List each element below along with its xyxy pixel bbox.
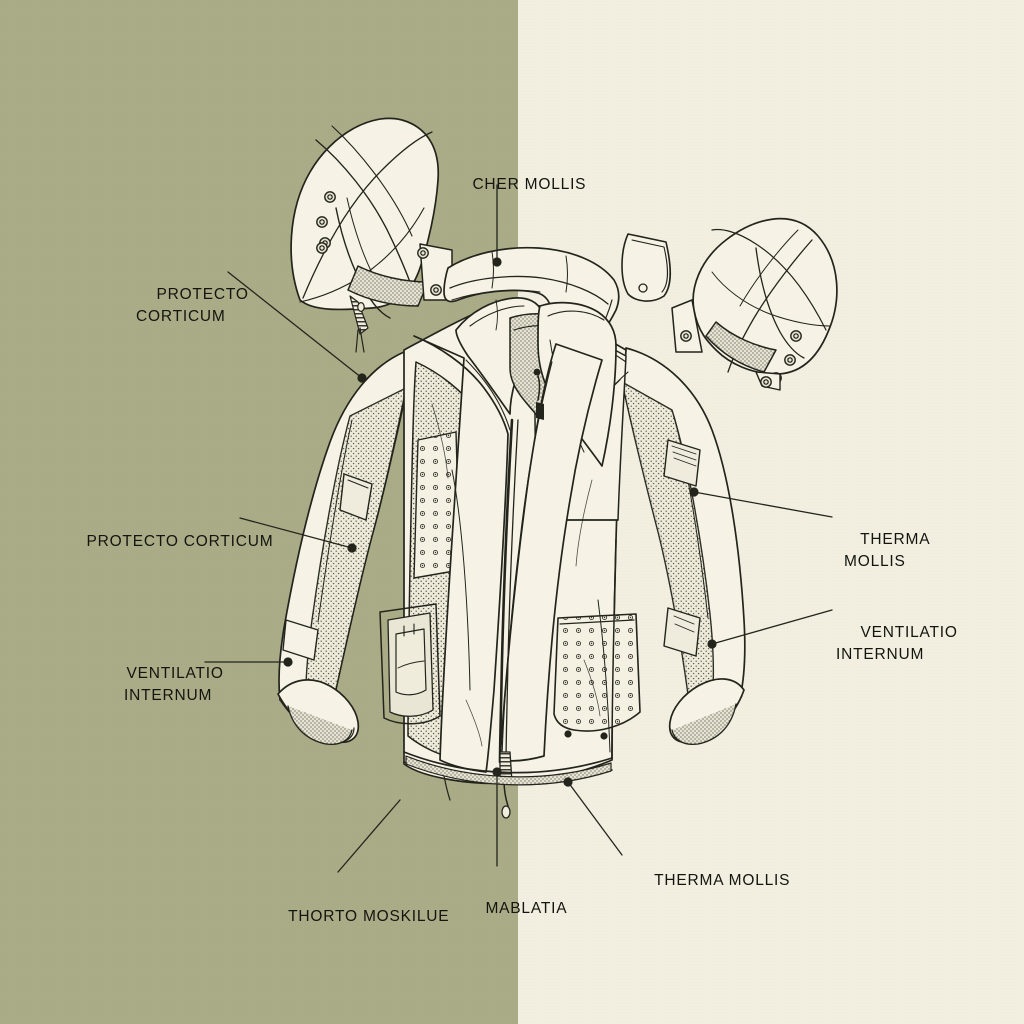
pocket-flap-component: [621, 233, 672, 302]
leader-line-protecto-corticum-upper: [227, 271, 363, 379]
leader-line-protecto-corticum-mid: [239, 517, 353, 549]
label-thorto-moskilue: THORTO MOSKILUE: [288, 908, 450, 925]
label-protecto-corticum-mid: PROTECTO CORTICUM: [86, 533, 274, 550]
hood-right-component: [671, 217, 838, 391]
label-mablatia: MABLATIA: [485, 900, 568, 917]
leader-line-ventilatio-internum-right: [711, 609, 833, 645]
leader-line-therma-mollis-bottom: [567, 781, 623, 856]
leader-dot-ventilatio-internum-right: [707, 639, 717, 649]
leader-lines: [204, 184, 833, 873]
leader-dot-ventilatio-internum-left: [283, 657, 293, 667]
leader-dot-therma-mollis-right: [689, 487, 699, 497]
label-cher-mollis: CHER MOLLIS: [472, 176, 587, 193]
leader-dot-protecto-corticum-mid: [347, 543, 357, 553]
leader-dot-cher-mollis: [492, 257, 502, 267]
jacket-body-component: [277, 246, 746, 819]
leader-dot-mablatia: [492, 767, 502, 777]
leader-dot-protecto-corticum-upper: [357, 373, 367, 383]
leader-line-thorto-moskilue: [337, 799, 401, 873]
label-therma-mollis-bottom: THERMA MOLLIS: [654, 872, 791, 889]
hood-left-component: [290, 117, 453, 353]
leader-line-therma-mollis-right: [693, 491, 833, 518]
leader-dot-therma-mollis-bottom: [563, 777, 573, 787]
